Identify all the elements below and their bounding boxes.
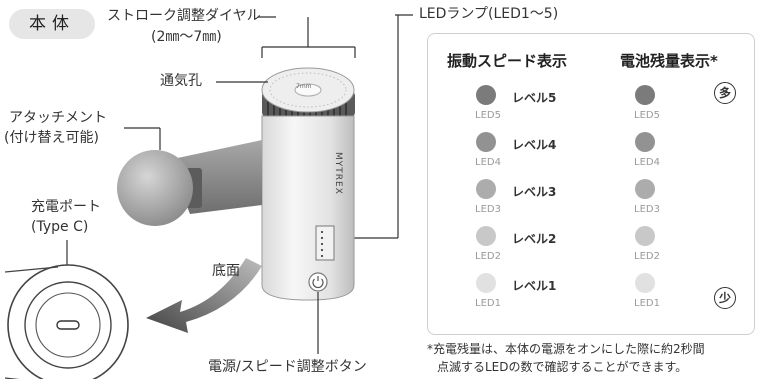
- battery-led5: [635, 85, 655, 105]
- dial-bracket: [258, 16, 356, 58]
- footnote-line1: *充電残量は、本体の電源をオンにした際に約2秒間: [427, 342, 705, 356]
- speed-led3-name: LED3: [475, 204, 501, 215]
- port-sub-label: (Type C): [31, 219, 89, 235]
- rotate-arrow-icon: [146, 258, 262, 333]
- speed-level5: レベル5: [512, 91, 557, 105]
- battery-led1: [635, 273, 655, 293]
- speed-led4-name: LED4: [475, 157, 501, 168]
- attachment-label: アタッチメント: [9, 110, 107, 126]
- speed-led5: [476, 85, 496, 105]
- brand-logo: MYTREX: [333, 152, 343, 195]
- dial-mark: 7mm: [296, 83, 312, 90]
- attachment-leader-line: [124, 127, 161, 150]
- speed-led4: [476, 132, 496, 152]
- battery-led2-name: LED2: [634, 251, 660, 262]
- led-lamp-label: LEDランプ(LED1〜5): [419, 6, 559, 22]
- attachment-sub-label: (付け替え可能): [4, 130, 99, 146]
- speed-led5-name: LED5: [475, 110, 501, 121]
- speed-led2: [476, 226, 496, 246]
- battery-led2: [635, 226, 655, 246]
- speed-led1: [476, 273, 496, 293]
- bottom-label: 底面: [212, 263, 240, 279]
- battery-led5-name: LED5: [634, 110, 660, 121]
- low-indicator: 少: [714, 287, 736, 309]
- speed-level2: レベル2: [512, 232, 557, 246]
- speed-level1: レベル1: [512, 279, 557, 293]
- speed-display-title: 振動スピード表示: [447, 52, 568, 70]
- speed-led2-name: LED2: [475, 251, 501, 262]
- dial-label: ストローク調整ダイヤル: [107, 8, 261, 24]
- battery-led4-name: LED4: [634, 157, 660, 168]
- led-indicator-panel: 振動スピード表示 電池残量表示* LED5 LED4 LED3 LED2 LED…: [427, 33, 755, 335]
- battery-led4: [635, 132, 655, 152]
- port-label: 充電ポート: [31, 199, 101, 215]
- vent-label: 通気孔: [160, 73, 202, 89]
- battery-led3: [635, 179, 655, 199]
- high-indicator: 多: [714, 82, 736, 104]
- speed-level3: レベル3: [512, 185, 557, 199]
- battery-led1-name: LED1: [634, 298, 660, 309]
- battery-gauge-label: 充電残量: [683, 162, 694, 206]
- speed-level4: レベル4: [512, 138, 557, 152]
- speed-led1-name: LED1: [475, 298, 501, 309]
- massage-gun-body: [117, 67, 355, 301]
- main-unit-badge: 本体: [9, 9, 95, 39]
- dial-range-label: (2㎜〜7㎜): [151, 29, 222, 45]
- battery-led3-name: LED3: [634, 204, 660, 215]
- power-button-label: 電源/スピード調整ボタン: [208, 359, 367, 375]
- device-bottom-view: [4, 264, 129, 379]
- battery-display-title: 電池残量表示*: [620, 52, 718, 70]
- footnote-line2: 点滅するLEDの数で確認することができます。: [437, 360, 688, 374]
- speed-led3: [476, 179, 496, 199]
